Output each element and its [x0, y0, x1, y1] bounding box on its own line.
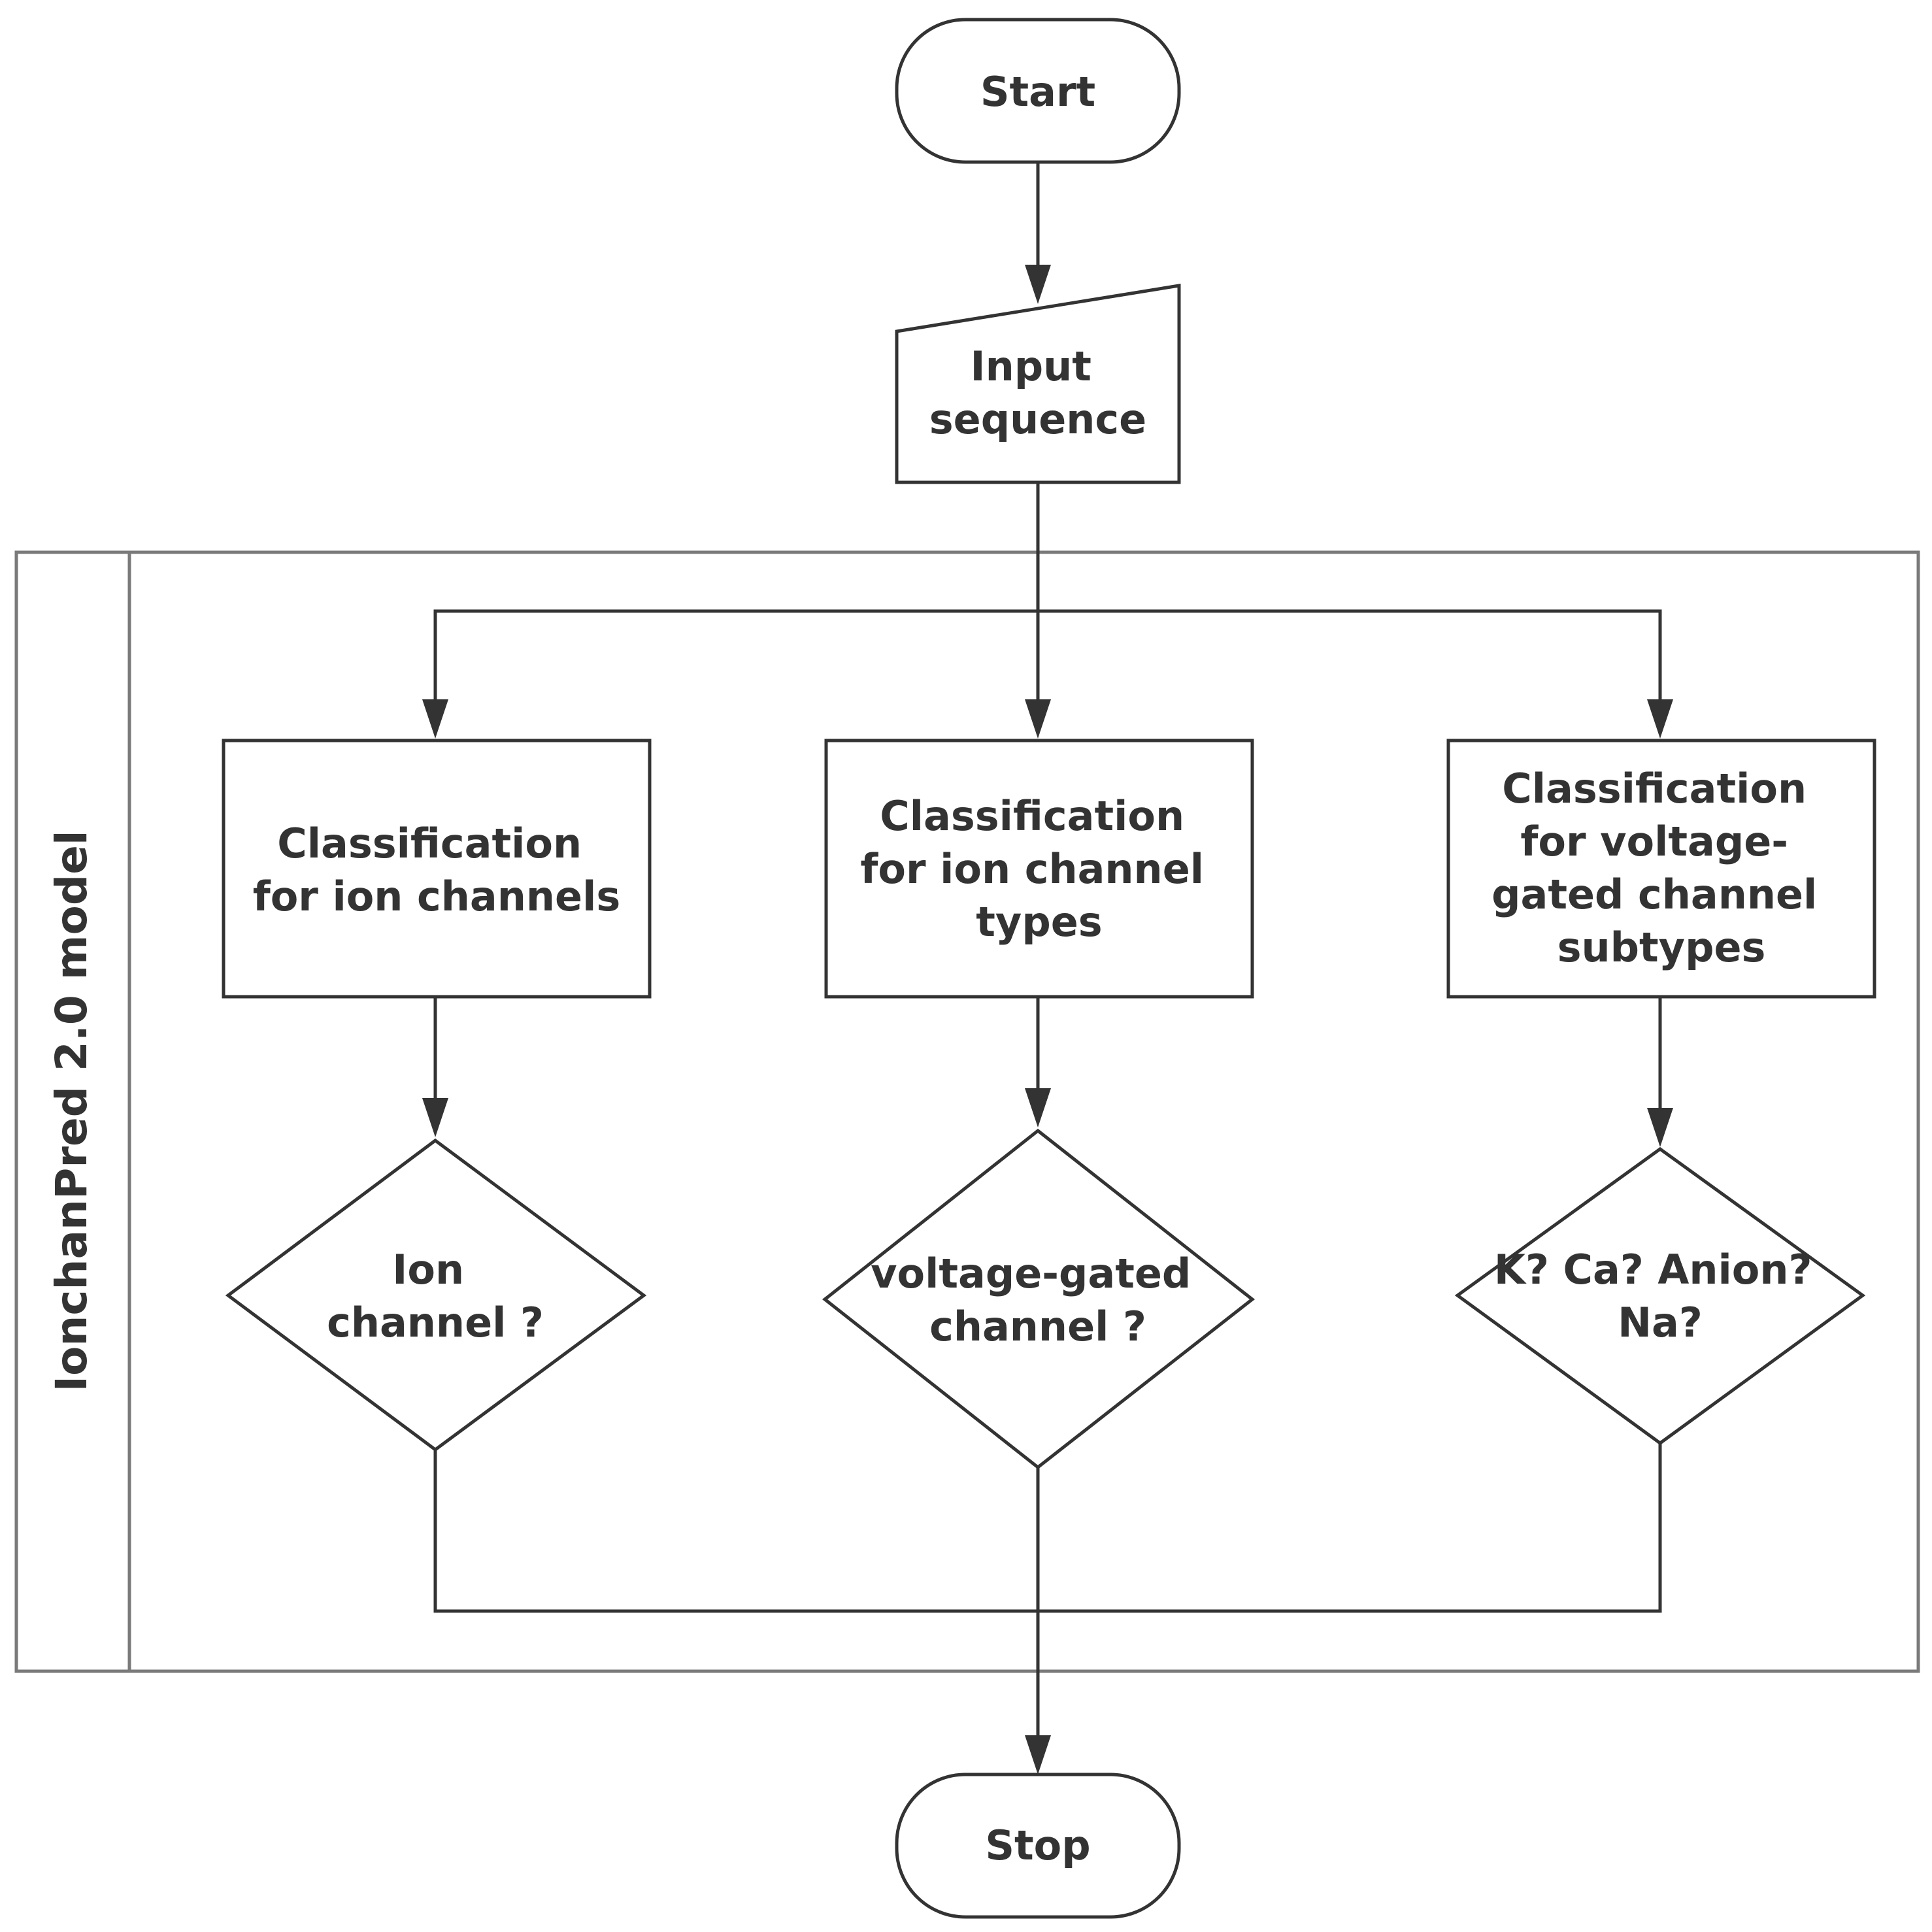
stop-label-line: Stop [985, 1822, 1090, 1869]
decision-ion-channel-label: Ion channel ? [327, 1246, 544, 1346]
classification-voltage-subtypes-box [1446, 739, 1876, 999]
decision-subtype-line: K? Ca? Anion? [1494, 1246, 1812, 1293]
edge-input-class1 [433, 609, 1038, 701]
arrowhead-class1 [422, 699, 448, 739]
model-group-label: IonchanPred 2.0 model [46, 830, 97, 1391]
model-group-frame [14, 550, 1920, 1673]
start-label: Start [980, 68, 1095, 116]
model-group: IonchanPred 2.0 model [14, 550, 1920, 1673]
classification-channel-types-line: for ion channel [860, 845, 1204, 893]
start-terminal [895, 18, 1181, 164]
decision-voltage-gated-node: voltage-gated channel ? [822, 1128, 1256, 1470]
decision-voltage-gated-line: channel ? [929, 1303, 1146, 1350]
classification-voltage-subtypes-line: Classification [1502, 765, 1807, 812]
classification-channel-types-box [824, 739, 1254, 999]
classification-channel-types-node: Classification for ion channel types [824, 739, 1254, 999]
classification-ion-channels-node: Classification for ion channels [222, 739, 652, 999]
decision-ion-channel-node: Ion channel ? [225, 1138, 647, 1452]
decision-subtype-line: Na? [1618, 1299, 1703, 1346]
decision-voltage-gated-diamond [822, 1128, 1256, 1470]
classification-channel-types-line: types [976, 898, 1102, 946]
classification-ion-channels-line: for ion channels [253, 873, 621, 920]
stop-node: Stop [895, 1773, 1181, 1919]
input-label-line: Input [971, 342, 1091, 390]
classification-ion-channels-line: Classification [277, 820, 582, 867]
classification-voltage-subtypes-label: Classification for voltage- gated channe… [1491, 765, 1831, 971]
arrowhead-dec2 [1025, 1088, 1051, 1127]
edge-input-class3 [1038, 609, 1662, 701]
arrowhead-stop [1025, 1735, 1051, 1774]
decision-subtype-node: K? Ca? Anion? Na? [1454, 1146, 1866, 1446]
stop-terminal [895, 1773, 1181, 1919]
decision-ion-channel-line: Ion [392, 1246, 464, 1293]
decision-voltage-gated-line: voltage-gated [871, 1250, 1191, 1297]
edges [422, 162, 1673, 1774]
arrowhead-dec3 [1647, 1108, 1673, 1147]
arrowhead-class3 [1647, 699, 1673, 739]
edge-dec1-merge [433, 1443, 1662, 1613]
classification-voltage-subtypes-line: gated channel [1491, 871, 1817, 918]
classification-voltage-subtypes-line: subtypes [1557, 924, 1766, 971]
start-label-line: Start [980, 68, 1095, 116]
classification-channel-types-label: Classification for ion channel types [860, 792, 1218, 946]
decision-subtype-diamond [1454, 1146, 1866, 1446]
classification-ion-channels-box [222, 739, 652, 999]
input-label: Input sequence [929, 342, 1146, 443]
arrowhead-dec1 [422, 1098, 448, 1137]
classification-voltage-subtypes-line: for voltage- [1520, 818, 1788, 865]
classification-ion-channels-label: Classification for ion channels [253, 820, 621, 920]
start-node: Start [895, 18, 1181, 164]
input-label-line: sequence [929, 395, 1146, 443]
decision-voltage-gated-label: voltage-gated channel ? [871, 1250, 1205, 1350]
decision-ion-channel-diamond [225, 1138, 647, 1452]
stop-label: Stop [985, 1822, 1090, 1869]
arrowhead-class2 [1025, 699, 1051, 739]
classification-channel-types-line: Classification [880, 792, 1184, 840]
decision-subtype-label: K? Ca? Anion? Na? [1494, 1246, 1826, 1346]
classification-voltage-subtypes-node: Classification for voltage- gated channe… [1446, 739, 1876, 999]
decision-ion-channel-line: channel ? [327, 1299, 544, 1346]
input-shape [895, 284, 1181, 484]
arrowhead-input [1025, 265, 1051, 304]
input-node: Input sequence [895, 284, 1181, 484]
